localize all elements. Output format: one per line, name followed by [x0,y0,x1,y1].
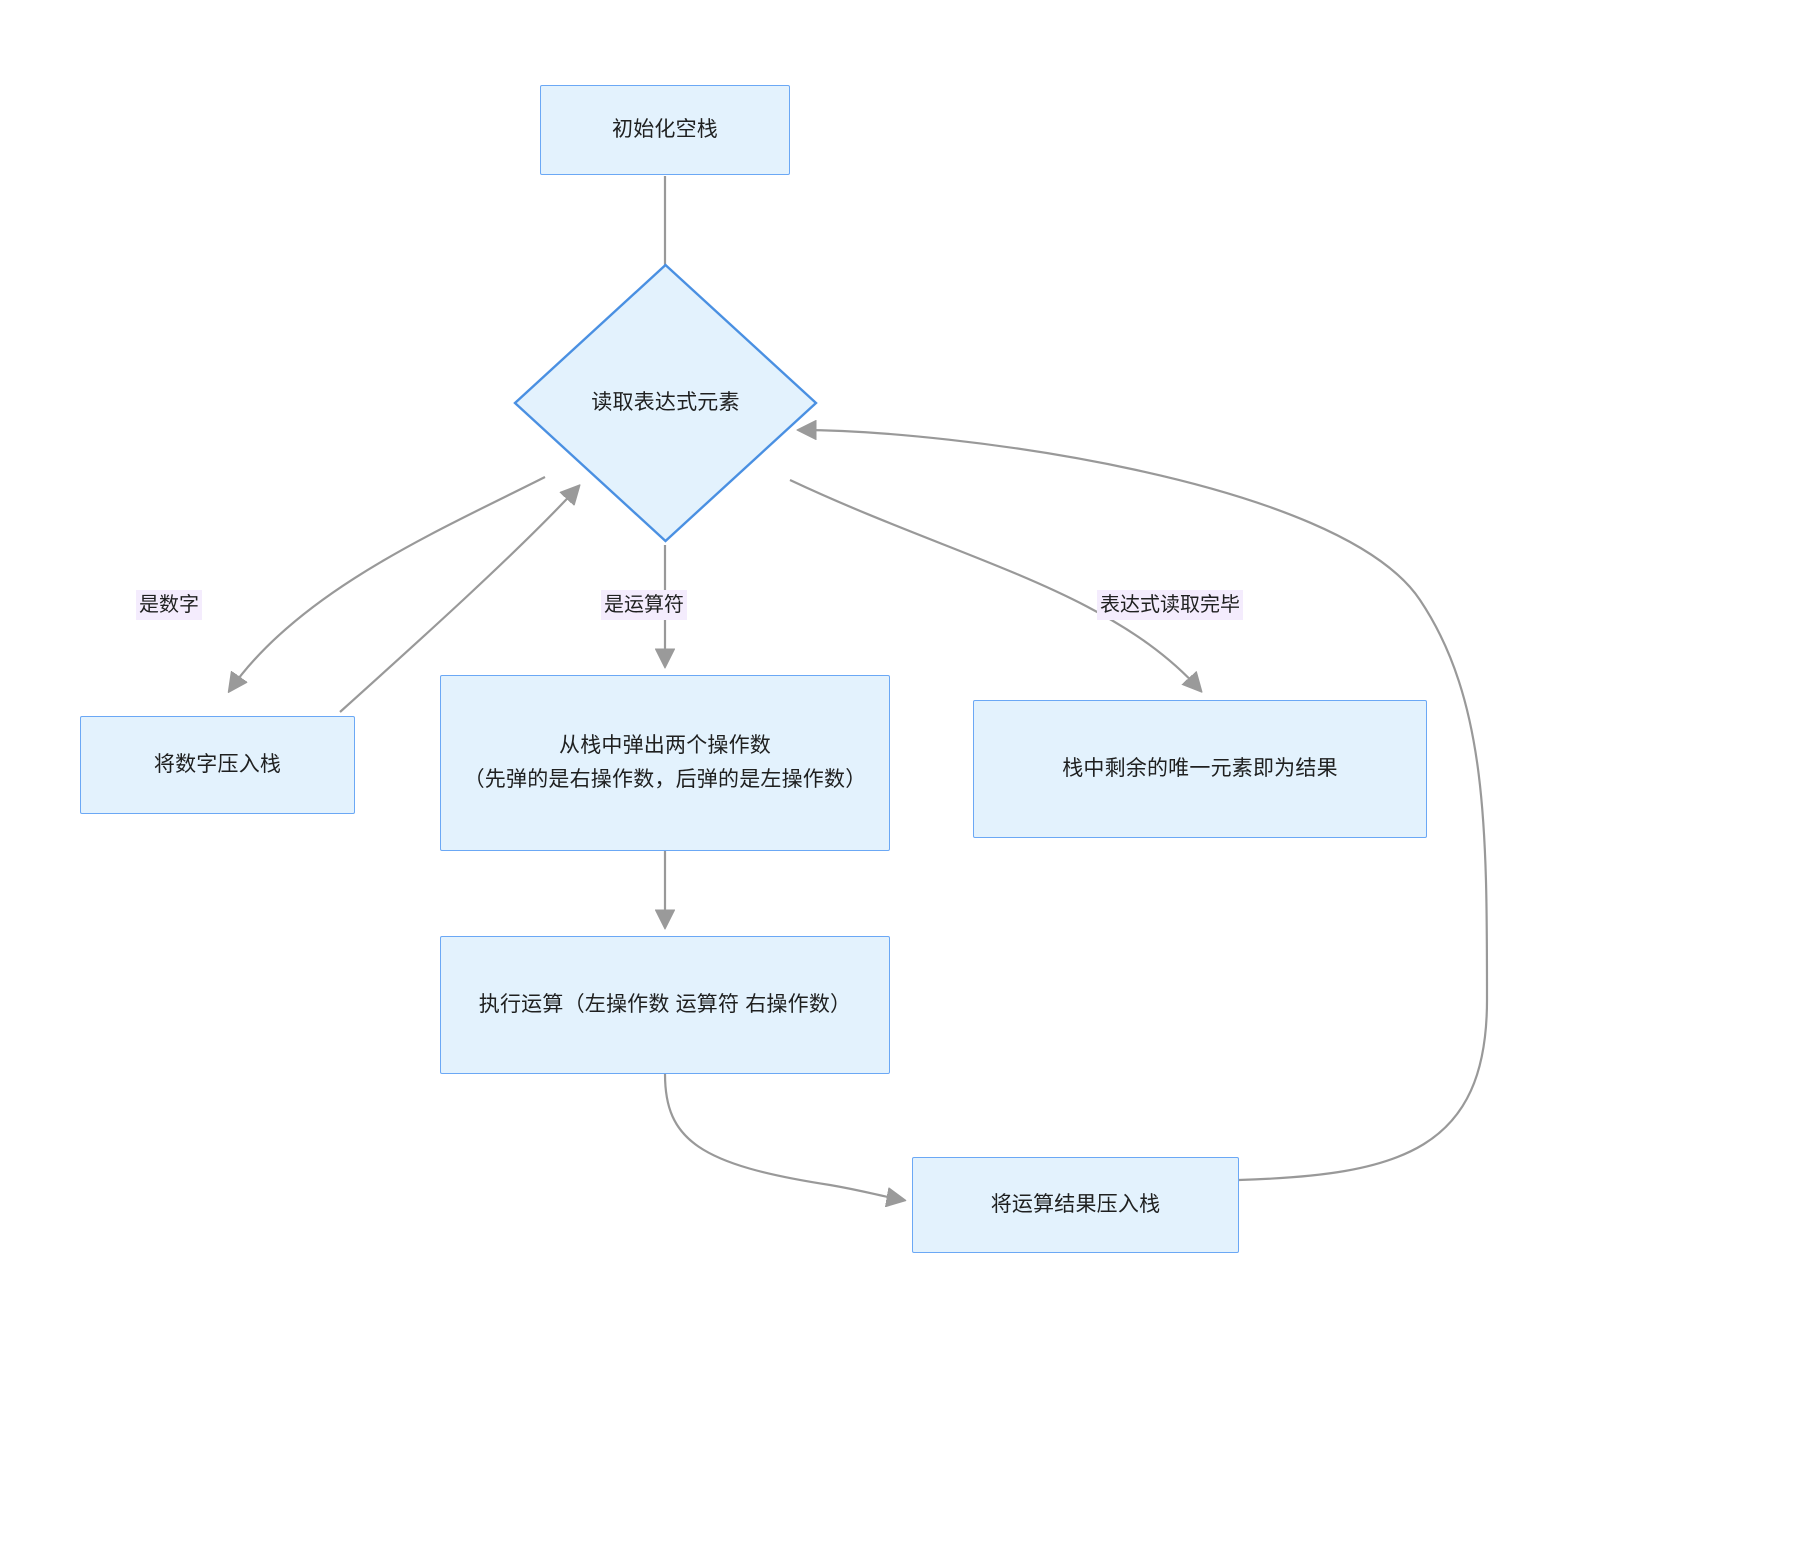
node-read-expression[interactable]: 读取表达式元素 [513,263,818,543]
node-read-expression-label: 读取表达式元素 [591,391,740,414]
node-final-result-label: 栈中剩余的唯一元素即为结果 [1062,757,1338,780]
edge-label-is-number: 是数字 [136,590,202,620]
edge-push-result-to-read [800,430,1489,1182]
edge-push-num-to-read [339,487,578,713]
node-pop-two-operands-label: 从栈中弹出两个操作数 （先弹的是右操作数，后弹的是左操作数） [463,734,867,791]
edge-label-expression-done: 表达式读取完毕 [1097,590,1243,620]
node-push-number-label: 将数字压入栈 [153,753,282,776]
edge-read-to-push-num [230,476,546,690]
node-perform-calculation[interactable]: 执行运算（左操作数 运算符 右操作数） [440,936,890,1074]
node-final-result[interactable]: 栈中剩余的唯一元素即为结果 [973,700,1427,838]
edge-label-is-operator: 是运算符 [601,590,687,620]
node-perform-calculation-label: 执行运算（左操作数 运算符 右操作数） [478,993,852,1016]
node-init[interactable]: 初始化空栈 [540,85,790,175]
node-push-result[interactable]: 将运算结果压入栈 [912,1157,1239,1253]
edge-read-to-result [789,479,1200,690]
edge-calc-to-push-result [663,1073,903,1200]
diamond-shape [513,263,818,543]
node-push-number[interactable]: 将数字压入栈 [80,716,355,814]
node-pop-two-operands[interactable]: 从栈中弹出两个操作数 （先弹的是右操作数，后弹的是左操作数） [440,675,890,851]
node-push-result-label: 将运算结果压入栈 [990,1193,1161,1216]
node-init-label: 初始化空栈 [612,118,718,141]
